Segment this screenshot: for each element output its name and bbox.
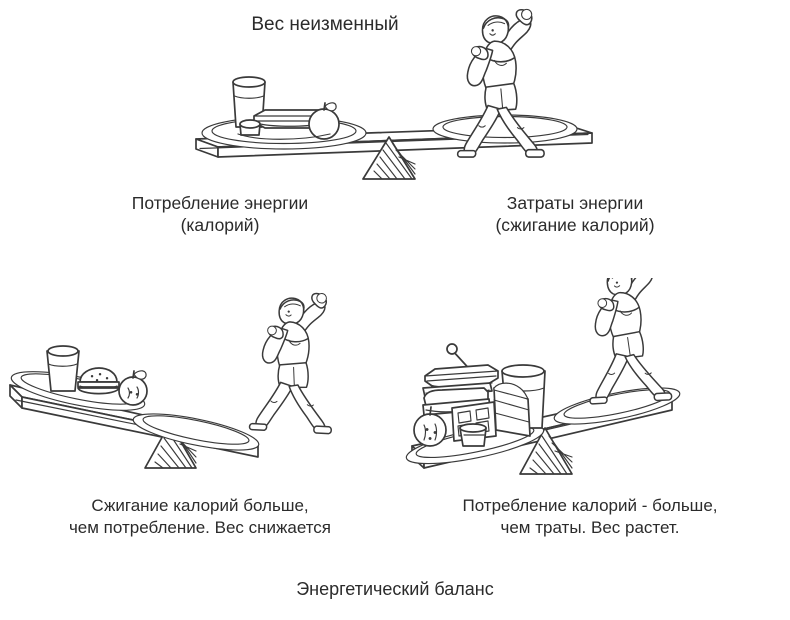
weight-gain-caption: Потребление калорий - больше, чем траты.… (462, 496, 718, 537)
bl-exercising-woman (248, 292, 332, 435)
top-scene-title: Вес неизменный (251, 14, 399, 35)
br-right-person-platform (553, 387, 681, 425)
energy-intake-caption: Потребление энергии (калорий) (131, 193, 309, 236)
bottom-right-weight-gain-scene (405, 278, 681, 475)
top-seesaw-fulcrum (362, 136, 416, 180)
bl-right-person-platform (132, 413, 260, 451)
br-large-food-stack (413, 343, 546, 447)
bottom-left-weight-loss-scene (9, 292, 332, 469)
bl-seesaw-fulcrum (144, 422, 197, 469)
diagram-title: Энергетический баланс (296, 579, 494, 599)
top-balanced-seesaw-scene (195, 8, 593, 180)
energy-expenditure-caption: Затраты энергии (сжигание калорий) (495, 193, 655, 236)
br-seesaw-fulcrum (519, 427, 573, 475)
br-exercising-woman (589, 278, 673, 405)
weight-loss-caption: Сжигание калорий больше, чем потребление… (68, 496, 332, 537)
top-food-tray (232, 76, 340, 140)
bl-small-meal (46, 345, 148, 406)
top-exercising-woman (456, 8, 545, 158)
